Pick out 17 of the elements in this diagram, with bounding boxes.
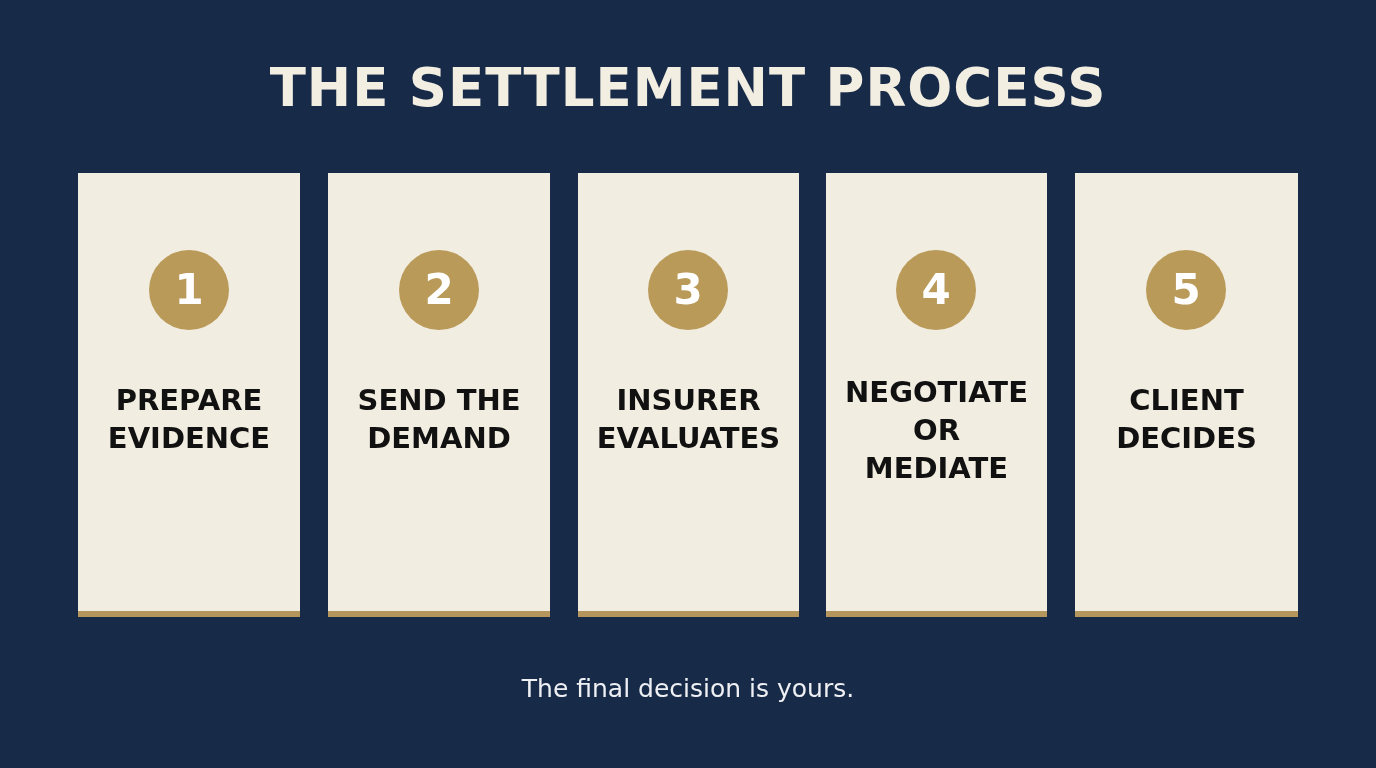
step-title: PREPARE EVIDENCE bbox=[106, 382, 272, 457]
title: THE SETTLEMENT PROCESS bbox=[269, 56, 1107, 120]
step-title: INSURER EVALUATES bbox=[595, 382, 782, 457]
step-number: 3 bbox=[648, 250, 728, 330]
step-number: 1 bbox=[149, 250, 229, 330]
step-card bbox=[578, 173, 799, 617]
step-number: 4 bbox=[896, 250, 976, 330]
step-title: SEND THE DEMAND bbox=[356, 382, 522, 457]
caption: The final decision is yours. bbox=[521, 673, 855, 705]
step-title: CLIENT DECIDES bbox=[1115, 382, 1258, 457]
step-number: 2 bbox=[399, 250, 479, 330]
step-card bbox=[328, 173, 550, 617]
step-title: NEGOTIATE OR MEDIATE bbox=[844, 374, 1029, 487]
step-card bbox=[826, 173, 1047, 617]
step-card bbox=[1075, 173, 1298, 617]
step-card bbox=[78, 173, 300, 617]
step-number: 5 bbox=[1146, 250, 1226, 330]
